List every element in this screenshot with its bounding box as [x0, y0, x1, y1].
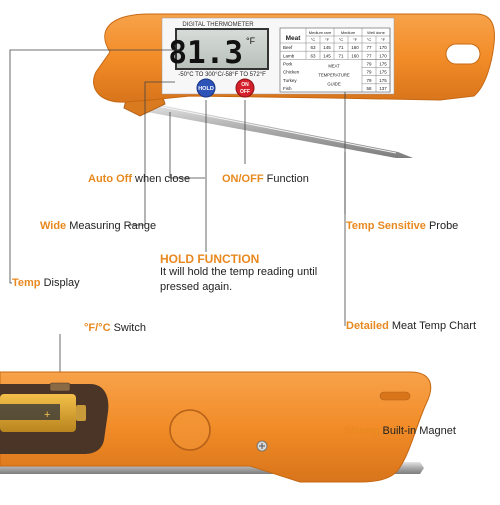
on-label: ON — [241, 82, 249, 88]
label-detailed-chart-rest: Meat Temp Chart — [388, 320, 477, 332]
magnet — [169, 409, 211, 451]
chart-cell: 71 — [338, 53, 344, 58]
on-off-button[interactable]: ON OFF — [235, 78, 255, 98]
chart-cell: 77 — [366, 53, 372, 58]
chart-cell: 79 — [366, 70, 372, 75]
chart-column-header: Well done — [367, 30, 385, 35]
chart-unit-header: °C — [339, 37, 344, 42]
chart-cell: 160 — [351, 53, 359, 58]
label-wide-range-highlight: Wide — [40, 220, 67, 232]
chart-cell: 160 — [351, 45, 359, 50]
magnet-inner — [171, 411, 209, 449]
callout-wide-range — [128, 81, 175, 226]
label-temp-display-rest: Display — [40, 277, 80, 289]
label-auto-off-highlight: Auto Off — [88, 173, 132, 185]
chart-row-name: Turkey — [283, 78, 297, 83]
label-on-off: ON/OFF Function — [222, 173, 309, 186]
chart-row-name: Chicken — [283, 70, 300, 75]
brand-label: DIGITAL THERMOMETER — [182, 22, 254, 28]
battery-cap — [76, 405, 86, 421]
chart-row-name: Fish — [283, 86, 292, 91]
chart-cell: 63 — [310, 53, 316, 58]
label-magnet-rest: Built-in Magnet — [379, 425, 456, 437]
label-auto-off-rest: when close — [131, 173, 191, 185]
label-switch-rest: Switch — [110, 322, 146, 334]
label-hold-title: HOLD FUNCTION — [160, 252, 260, 266]
lcd-reading: 81.3 — [168, 35, 243, 71]
lcd-unit: °F — [246, 36, 256, 46]
hold-button[interactable]: HOLD — [196, 78, 216, 98]
label-wide-range-rest: Measuring Range — [66, 220, 157, 232]
chart-row-name: Pork — [283, 62, 293, 67]
label-temp-sensitive: Temp Sensitive Probe — [346, 220, 458, 233]
chart-row-name: Beef — [283, 45, 293, 50]
chart-cell: 175 — [379, 62, 387, 67]
chart-unit-header: °F — [325, 37, 330, 42]
chart-cell: 71 — [338, 45, 344, 50]
meat-temp-chart: Meat Medium rare Medium Well done °C °F °C °F °C… — [279, 27, 391, 93]
screw — [256, 440, 268, 452]
chart-cell: 79 — [366, 62, 372, 67]
chart-column-header: Medium — [341, 30, 356, 35]
chart-cell: 175 — [379, 78, 387, 83]
off-label: OFF — [240, 89, 250, 95]
label-wide-range: Wide Measuring Range — [40, 220, 156, 233]
chart-guide-text: MEAT — [328, 63, 340, 68]
label-hold-desc: It will hold the temp reading until pres… — [160, 266, 318, 293]
label-temp-sensitive-rest: Probe — [425, 220, 459, 232]
label-magnet-highlight: Strong — [344, 425, 380, 437]
label-magnet: Strong Built-in Magnet — [344, 425, 456, 438]
chart-unit-header: °F — [381, 37, 386, 42]
chart-cell: 175 — [379, 70, 387, 75]
label-detailed-chart-highlight: Detailed — [346, 320, 389, 332]
unit-switch[interactable] — [49, 382, 71, 392]
label-switch: °F/°C Switch — [84, 322, 146, 335]
callout-auto-off — [169, 112, 205, 179]
chart-column-header: Medium rare — [309, 30, 332, 35]
label-on-off-rest: Function — [263, 173, 309, 185]
chart-unit-header: °F — [353, 37, 358, 42]
chart-cell: 145 — [323, 53, 331, 58]
chart-cell: 77 — [366, 45, 372, 50]
probe-highlight — [151, 104, 397, 154]
chart-cell: 145 — [323, 45, 331, 50]
label-temp-display-highlight: Temp — [12, 277, 41, 289]
chart-cell: 63 — [310, 45, 316, 50]
hold-button-label: HOLD — [198, 86, 214, 92]
label-on-off-highlight: ON/OFF — [222, 173, 264, 185]
chart-cell: 170 — [379, 53, 387, 58]
chart-cell: 58 — [366, 86, 372, 91]
chart-cell: 137 — [379, 86, 387, 91]
label-temp-display: Temp Display — [12, 277, 80, 290]
hanging-slot — [445, 43, 481, 65]
callout-temp-display — [9, 49, 180, 284]
label-auto-off: Auto Off when close — [88, 173, 190, 186]
label-detailed-chart: Detailed Meat Temp Chart — [346, 320, 476, 333]
label-switch-highlight: °F/°C — [84, 322, 111, 334]
battery-label — [0, 404, 60, 420]
range-text: -50°C TO 300°C/-58°F TO 572°F — [178, 72, 266, 78]
chart-cell: 79 — [366, 78, 372, 83]
chart-unit-header: °C — [367, 37, 372, 42]
chart-guide-text: GUIDE — [327, 81, 340, 86]
chart-unit-header: °C — [311, 37, 316, 42]
label-temp-sensitive-highlight: Temp Sensitive — [346, 220, 426, 232]
end-slot — [379, 391, 411, 401]
chart-corner-label: Meat — [286, 35, 302, 42]
chart-guide-text: TEMPERATURE — [318, 72, 350, 77]
lcd-screen — [175, 28, 269, 70]
chart-cell: 170 — [379, 45, 387, 50]
battery-plus: + — [44, 409, 50, 421]
chart-row-name: Lamb — [283, 53, 295, 58]
